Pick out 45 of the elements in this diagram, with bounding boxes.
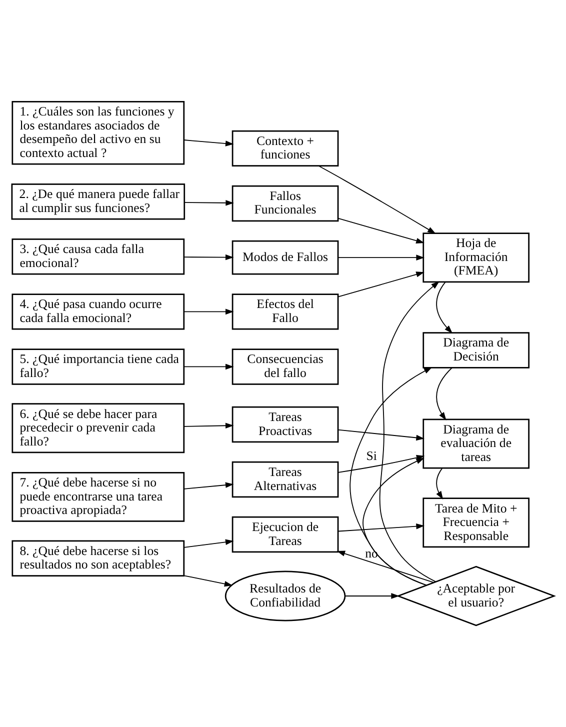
node-box: Tareas Alternativas — [232, 461, 339, 498]
node-box: 1. ¿Cuáles son las funciones y los estandares asociados de desempeño del activo en su contexto actual ? — [12, 100, 185, 165]
node-box: 3. ¿Qué causa cada falla emocional? — [12, 238, 185, 275]
node-box: Modos de Fallos — [232, 240, 339, 275]
node-box: Hoja de Información (FMEA) — [422, 232, 530, 283]
node-box: 6. ¿Qué se debe hacer para precedecir o prevenir cada fallo? — [12, 403, 185, 454]
arrow — [436, 282, 453, 334]
arrow — [184, 308, 234, 315]
node-box: 2. ¿De qué manera puede fallar al cumplir sus funciones? — [11, 184, 186, 220]
node-box: Fallos Funcionales — [232, 185, 339, 222]
arrow — [338, 272, 424, 298]
arrow — [184, 140, 234, 146]
arrow — [344, 593, 400, 599]
arrow — [184, 422, 234, 429]
arrow — [338, 523, 424, 532]
arrow — [362, 458, 428, 586]
node-box: Diagrama de evaluación de tareas — [422, 418, 530, 469]
arrow — [184, 364, 234, 370]
arrow — [379, 281, 440, 582]
node-box: 4. ¿Qué pasa cuando ocurre cada falla emocional? — [12, 294, 185, 330]
arrow — [338, 218, 424, 244]
node-box: 5. ¿Qué importancia tiene cada fallo? — [12, 348, 185, 385]
arrow — [436, 367, 452, 420]
node-box: Ejecucion de Tareas — [232, 516, 339, 553]
edge-label: Si — [366, 448, 377, 463]
node-box: Diagrama de Decisión — [422, 332, 530, 368]
node-box: 7. ¿Qué debe hacerse si no puede encontrarse una tarea proactiva apropiada? — [12, 472, 185, 522]
arrow — [184, 539, 234, 548]
arrow — [318, 165, 436, 234]
node-box: Contexto + funciones — [232, 130, 339, 167]
arrow — [184, 254, 234, 260]
node-box: Consecuencias del fallo — [232, 348, 339, 385]
arrow — [436, 468, 444, 500]
arrow — [184, 200, 234, 206]
arrow — [336, 550, 434, 583]
node-box: Efectos del Fallo — [232, 294, 339, 330]
arrow — [338, 429, 424, 441]
node-box: Tarea de Mito + Frecuencia + Responsable — [422, 498, 530, 548]
node-box: 8. ¿Qué debe hacerse si los resultados no son aceptables? — [12, 540, 185, 576]
arrow — [350, 367, 432, 586]
node-box: Tareas Proactivas — [232, 406, 339, 443]
arrow — [184, 482, 234, 490]
arrow — [184, 575, 233, 587]
arrow — [338, 254, 424, 260]
node-diamond: ¿Aceptable por el usuario? — [396, 566, 556, 626]
